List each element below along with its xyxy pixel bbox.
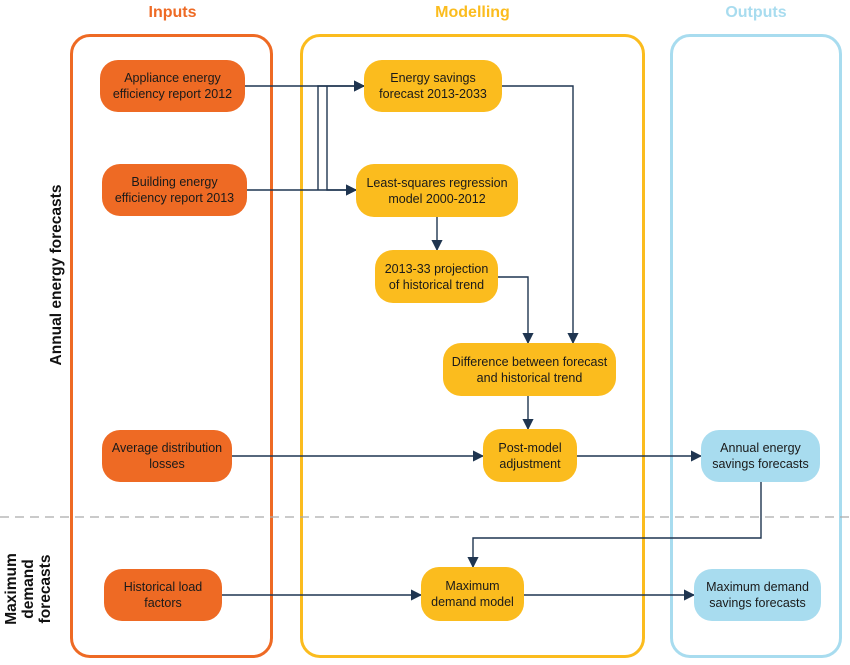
historical-projection-node: 2013-33 projection of historical trend [375,250,498,303]
arrow-annual-output-to-max-demand-model [467,482,762,569]
modelling-column-title: Modelling [435,4,510,21]
distribution-losses-node: Average distribution losses [102,430,232,482]
max-demand-model-label: Maximum demand model [431,579,514,609]
max-demand-output-label: Maximum demand savings forecasts [706,580,809,610]
modelling-column [300,34,645,658]
max-demand-model-node: Maximum demand model [421,567,524,621]
post-model-adjustment-label: Post-model adjustment [498,440,562,471]
historical-projection-label: 2013-33 projection of historical trend [384,261,489,292]
arrow-savings-forecast-to-difference [502,85,579,345]
load-factors-label: Historical load factors [123,580,203,610]
arrow-building-to-savings-forecast [317,80,366,190]
load-factors-node: Historical load factors [104,569,222,621]
annual-savings-output-node: Annual energy savings forecasts [701,430,820,482]
inputs-column-title: Inputs [148,4,197,21]
regression-model-node: Least-squares regression model 2000-2012 [356,164,518,217]
distribution-losses-label: Average distribution losses [111,441,223,471]
appliance-report-label: Appliance energy efficiency report 2012 [112,71,233,101]
inputs-column [70,34,273,658]
post-model-adjustment-node: Post-model adjustment [483,429,577,482]
appliance-report-node: Appliance energy efficiency report 2012 [100,60,245,112]
max-demand-output-node: Maximum demand savings forecasts [694,569,821,621]
building-report-node: Building energy efficiency report 2013 [102,164,247,216]
savings-forecast-label: Energy savings forecast 2013-2033 [379,71,487,101]
savings-forecast-node: Energy savings forecast 2013-2033 [364,60,502,112]
building-report-label: Building energy efficiency report 2013 [114,175,235,205]
annual-savings-output-label: Annual energy savings forecasts [712,441,809,471]
arrow-appliance-to-regression [326,86,358,196]
difference-label: Difference between forecast and historic… [451,354,608,385]
outputs-column [670,34,842,658]
outputs-column-title: Outputs [725,4,787,21]
arrow-projection-to-difference [498,276,534,345]
regression-model-label: Least-squares regression model 2000-2012 [366,175,508,206]
difference-node: Difference between forecast and historic… [443,343,616,396]
